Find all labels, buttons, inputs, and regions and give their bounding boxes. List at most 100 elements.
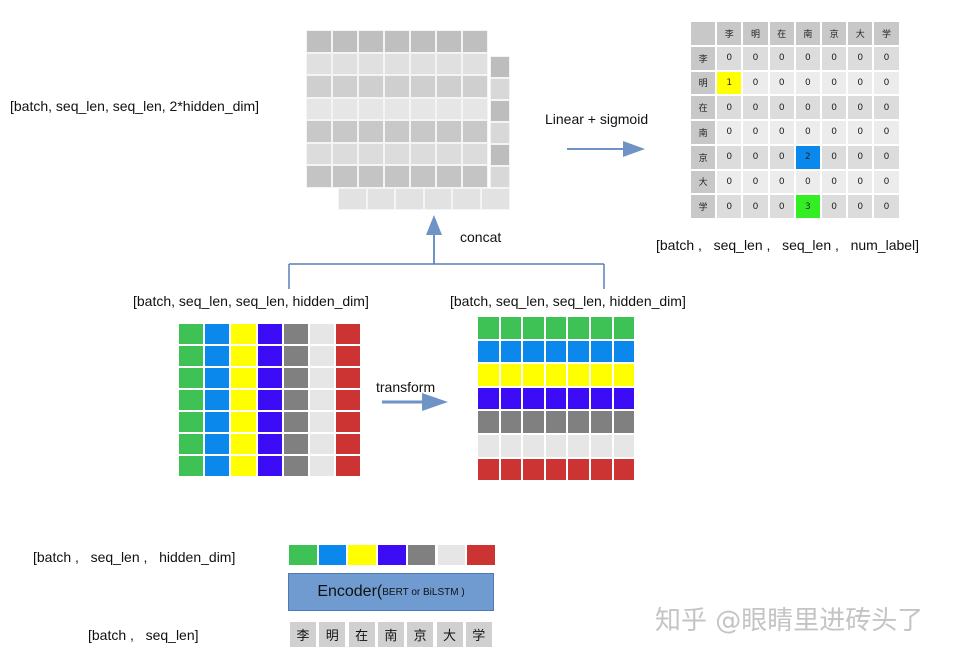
concat-side-cell (490, 78, 510, 100)
matrix-cell: 0 (716, 144, 743, 170)
matrix-row-header: 南 (690, 120, 717, 145)
vgrid-cell (256, 345, 283, 367)
vgrid-cell (335, 433, 362, 455)
vgrid-cell (256, 367, 283, 389)
token-cell: 南 (376, 621, 405, 648)
concat-cell (410, 142, 436, 165)
matrix-cell: 0 (794, 45, 821, 71)
token-cell: 学 (464, 621, 493, 648)
concat-bottom-cell (338, 188, 367, 210)
matrix-cell: 0 (847, 120, 874, 145)
vgrid-cell (178, 433, 205, 455)
hgrid-cell (522, 434, 545, 458)
concat-cell (306, 97, 332, 120)
concat-cell (306, 142, 332, 165)
matrix-col-header: 南 (794, 21, 821, 46)
vgrid-cell (230, 455, 257, 477)
matrix-cell: 0 (742, 120, 769, 145)
concat-bottom-cell (481, 188, 510, 210)
matrix-col-header: 学 (873, 21, 900, 46)
matrix-cell: 0 (768, 95, 795, 120)
concat-cell (462, 52, 488, 75)
matrix-row-header: 京 (690, 144, 717, 170)
concat-bottom-cell (452, 188, 481, 210)
concat-cell (410, 52, 436, 75)
vgrid-cell (230, 323, 257, 345)
hgrid-cell (522, 339, 545, 364)
vgrid-cell (282, 345, 309, 367)
matrix-cell: 0 (873, 169, 900, 195)
concat-cell (462, 165, 488, 188)
matrix-cell: 0 (768, 144, 795, 170)
watermark: 知乎 @眼睛里进砖头了 (655, 606, 924, 636)
vgrid-cell (282, 411, 309, 433)
vgrid-cell (230, 389, 257, 411)
vgrid-cell (204, 323, 231, 345)
hgrid-cell (477, 316, 500, 340)
token-cell: 明 (318, 621, 347, 648)
hidden-bar-cell (436, 544, 467, 566)
concat-cell (410, 165, 436, 188)
matrix-cell: 0 (768, 45, 795, 71)
vgrid-cell (178, 323, 205, 345)
hgrid-cell (499, 457, 523, 482)
matrix-cell: 0 (742, 45, 769, 71)
vgrid-cell (282, 367, 309, 389)
matrix-row-header: 在 (690, 95, 717, 120)
hgrid-cell (522, 457, 545, 482)
hgrid-cell (477, 434, 500, 458)
vgrid-cell (204, 455, 231, 477)
transform-label: transform (376, 379, 436, 395)
hidden-bar-cell (347, 544, 378, 566)
encoder-name: Encoder( (317, 583, 383, 600)
vgrid-cell (230, 367, 257, 389)
matrix-cell: 0 (821, 194, 848, 219)
matrix-row-header: 李 (690, 45, 717, 71)
matrix-cell: 0 (821, 120, 848, 145)
concat-cell (462, 30, 488, 53)
matrix-cell: 0 (794, 120, 821, 145)
hgrid-cell (499, 363, 523, 387)
vgrid-cell (282, 433, 309, 455)
vgrid-cell (230, 411, 257, 433)
hgrid-cell (499, 316, 523, 340)
concat-tensor (306, 30, 510, 212)
hgrid-cell (612, 363, 636, 387)
concat-cell (436, 165, 462, 188)
matrix-cell: 0 (716, 45, 743, 71)
matrix-cell: 0 (794, 70, 821, 96)
transform-arrow-icon (382, 393, 448, 411)
matrix-cell: 0 (821, 45, 848, 71)
vgrid-cell (204, 345, 231, 367)
vgrid-cell (204, 367, 231, 389)
vgrid-cell (309, 455, 336, 477)
matrix-cell: 0 (794, 169, 821, 195)
matrix-cell: 0 (847, 144, 874, 170)
vgrid-cell (204, 433, 231, 455)
hgrid-cell (477, 386, 500, 411)
hgrid-cell (567, 339, 590, 364)
concat-bottom-cell (366, 188, 396, 210)
matrix-cell: 0 (716, 95, 743, 120)
hgrid-cell (567, 457, 590, 482)
hgrid-cell (612, 339, 636, 364)
matrix-cell: 0 (768, 120, 795, 145)
concat-cell (358, 30, 384, 53)
token-cell: 大 (435, 621, 464, 648)
concat-cell (358, 142, 384, 165)
concat-label: concat (460, 229, 502, 245)
matrix-cell: 0 (847, 194, 874, 219)
hgrid-cell (544, 363, 568, 387)
matrix-col-header: 京 (821, 21, 848, 46)
hgrid-cell (499, 410, 523, 434)
concat-bottom-cell (423, 188, 453, 210)
vgrid-cell (204, 411, 231, 433)
matrix-cell: 0 (742, 194, 769, 219)
concat-cell (306, 120, 332, 143)
matrix-row-header: 明 (690, 70, 717, 96)
vgrid-cell (309, 389, 336, 411)
hgrid-cell (612, 457, 636, 482)
vgrid-cell (335, 455, 362, 477)
matrix-cell: 3 (794, 194, 821, 219)
hgrid-cell (522, 410, 545, 434)
